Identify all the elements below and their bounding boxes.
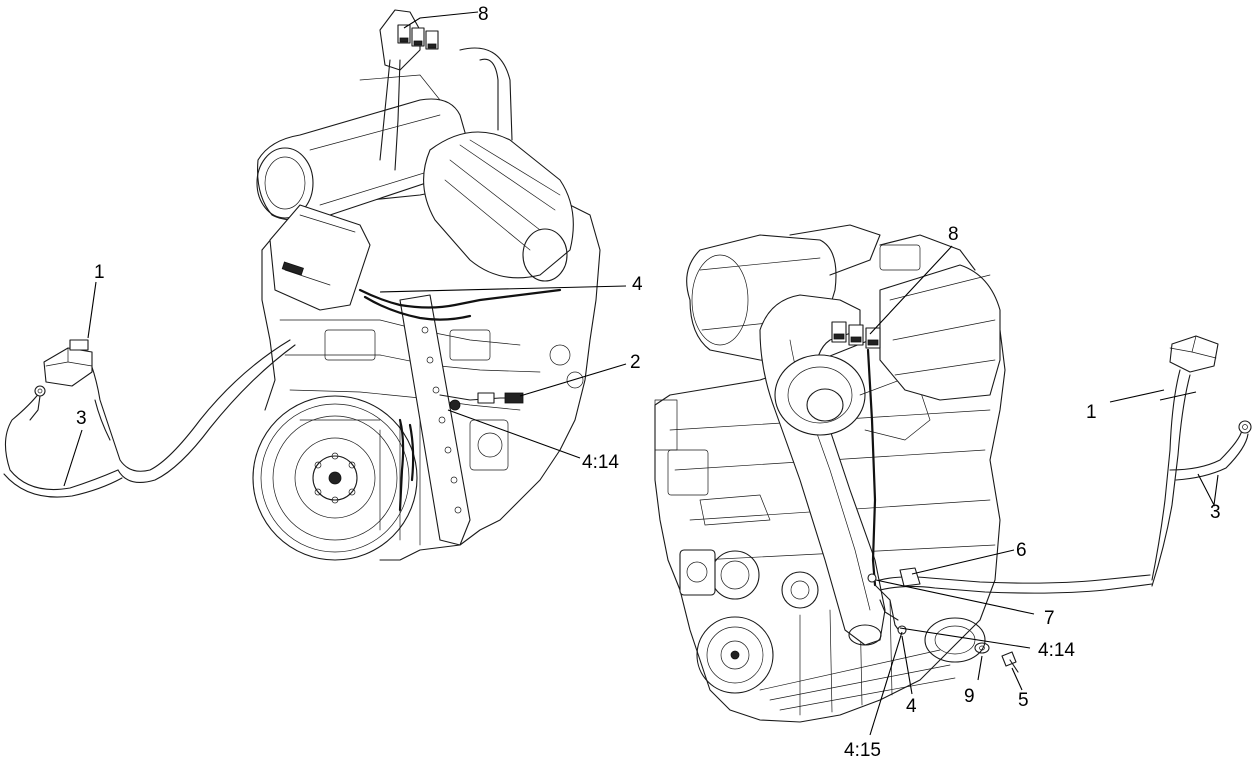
- right-main-harness: [1151, 335, 1252, 587]
- callout-right-9: 9: [964, 686, 975, 707]
- callout-left-1: 1: [94, 262, 105, 283]
- left-engine-assembly: [3, 9, 601, 561]
- callout-right-4-14: 4:14: [1038, 640, 1075, 661]
- callout-right-1: 1: [1086, 402, 1097, 423]
- left-turbocharger: [423, 47, 574, 282]
- callout-left-4-14: 4:14: [582, 452, 619, 473]
- left-relay-block: [359, 9, 441, 171]
- left-wiring-harness: [358, 288, 562, 512]
- callout-right-5: 5: [1018, 690, 1029, 711]
- callout-labels: 8 1 3 4 2 4:14 8 1 3 6 7 4:14 5 9 4 4:15: [76, 4, 1221, 761]
- right-crank-pulley: [679, 549, 819, 694]
- callout-left-4: 4: [632, 274, 643, 295]
- right-turbocharger: [774, 354, 931, 441]
- callout-right-4: 4: [906, 696, 917, 717]
- callout-right-3: 3: [1210, 502, 1221, 523]
- callout-left-3: 3: [76, 408, 87, 429]
- callout-right-8: 8: [948, 224, 959, 245]
- leader-lines: [63, 11, 1219, 736]
- callout-right-6: 6: [1016, 540, 1027, 561]
- right-harness-connector: [1169, 335, 1219, 373]
- washer: [974, 642, 990, 654]
- left-ground-terminal: [29, 385, 46, 421]
- left-main-harness: [3, 339, 296, 498]
- callout-left-2: 2: [630, 352, 641, 373]
- left-mounting-bracket: [399, 294, 471, 546]
- left-flywheel: [252, 395, 418, 561]
- callout-right-7: 7: [1044, 608, 1055, 629]
- right-engine-assembly: [654, 224, 1252, 723]
- callout-left-8: 8: [478, 4, 489, 25]
- bolt: [1001, 651, 1019, 673]
- right-wiring-harness: [866, 348, 1153, 635]
- callout-right-4-15: 4:15: [844, 740, 881, 761]
- right-relay-block: [831, 321, 881, 349]
- left-harness-connector: [43, 339, 93, 387]
- left-ecu-module: [269, 204, 371, 311]
- right-ground-terminal: [1238, 420, 1252, 434]
- right-charge-cooler: [879, 234, 1001, 401]
